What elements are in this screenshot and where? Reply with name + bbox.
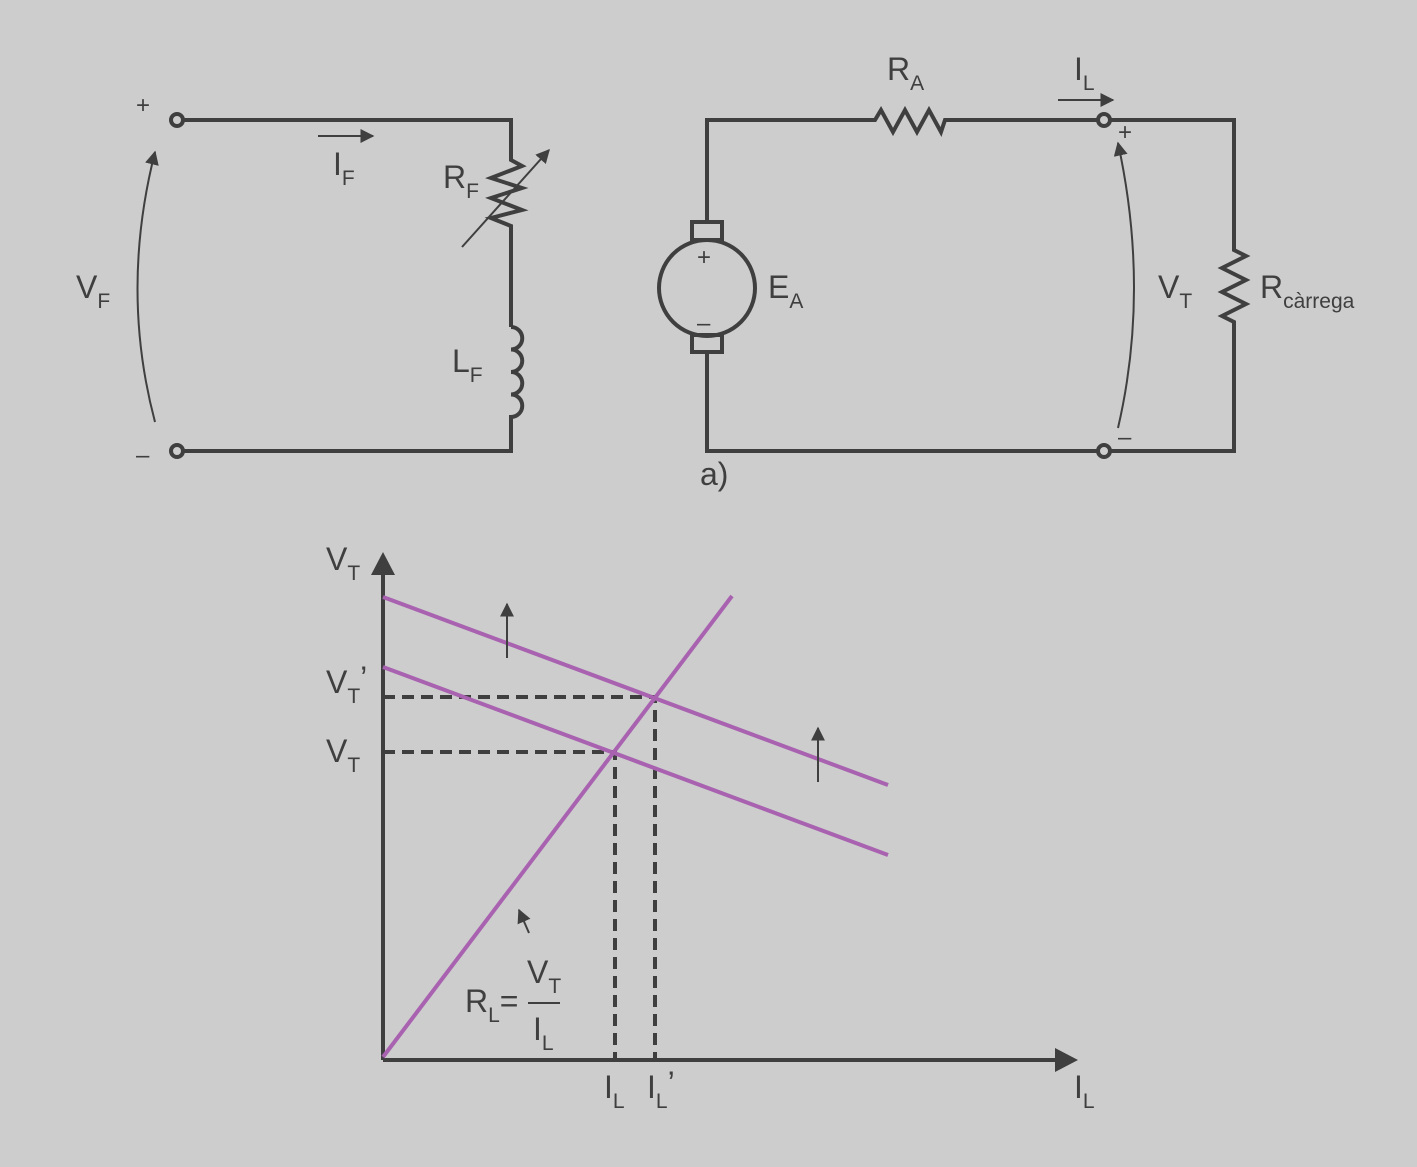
formula-lhs: RL= — [465, 983, 518, 1027]
y-axis-arrow-icon — [371, 552, 395, 575]
label-vt: VT — [326, 733, 360, 777]
ea-minus: – — [697, 310, 711, 337]
rl-formula: RL= VT IL — [465, 954, 561, 1055]
terminal-minus — [1096, 443, 1112, 459]
label-vt-prime: VT’ — [326, 660, 367, 708]
label-vf: VF — [76, 269, 110, 313]
load-resistor — [1110, 118, 1251, 453]
label-ra: RA — [887, 51, 924, 95]
characteristic-line-upper — [382, 595, 889, 787]
label-il: IL — [1074, 51, 1095, 95]
formula-denominator: IL — [533, 1011, 554, 1055]
label-rload: Rcàrrega — [1260, 269, 1355, 313]
field-circuit: + – VF IF RF LF — [76, 92, 550, 469]
variable-arrow-icon — [461, 148, 550, 248]
load-line — [381, 594, 734, 1059]
field-inductor — [183, 325, 525, 453]
x-axis-label: IL — [1074, 1069, 1095, 1113]
label-vt: VT — [1158, 269, 1192, 313]
terminal-minus — [169, 443, 185, 459]
x-axis-arrow-icon — [1055, 1048, 1078, 1072]
formula-numerator: VT — [527, 954, 561, 998]
ea-plus: + — [697, 244, 711, 271]
label-ea: EA — [768, 269, 803, 313]
voltage-arc-icon — [1113, 141, 1135, 429]
caption: a) — [700, 456, 728, 492]
minus-sign: – — [136, 442, 150, 469]
field-wire-top — [183, 118, 529, 327]
y-axis-label: VT — [326, 541, 360, 585]
terminal-plus — [1096, 112, 1112, 128]
brush-top — [690, 220, 724, 242]
characteristic-line-lower — [382, 665, 889, 857]
plus-sign: + — [136, 92, 150, 119]
label-if: IF — [333, 146, 355, 190]
minus-sign: – — [1118, 424, 1132, 451]
pointer-arrow-icon — [517, 908, 531, 934]
armature-wire-top — [705, 105, 1098, 222]
plus-sign: + — [1118, 119, 1132, 146]
label-lf: LF — [452, 343, 483, 387]
label-il-prime: IL’ — [647, 1065, 675, 1113]
label-il: IL — [604, 1069, 625, 1113]
generator-icon — [657, 238, 757, 338]
voltage-arc-icon — [136, 150, 159, 423]
armature-wire-bottom — [705, 352, 1098, 453]
terminal-plus — [169, 112, 185, 128]
characteristic-graph: VT VT’ VT IL IL’ IL RL= VT IL — [326, 541, 1095, 1113]
label-rf: RF — [443, 159, 479, 203]
armature-circuit: + – EA RA IL + – VT Rcàrrega a) — [657, 51, 1355, 492]
